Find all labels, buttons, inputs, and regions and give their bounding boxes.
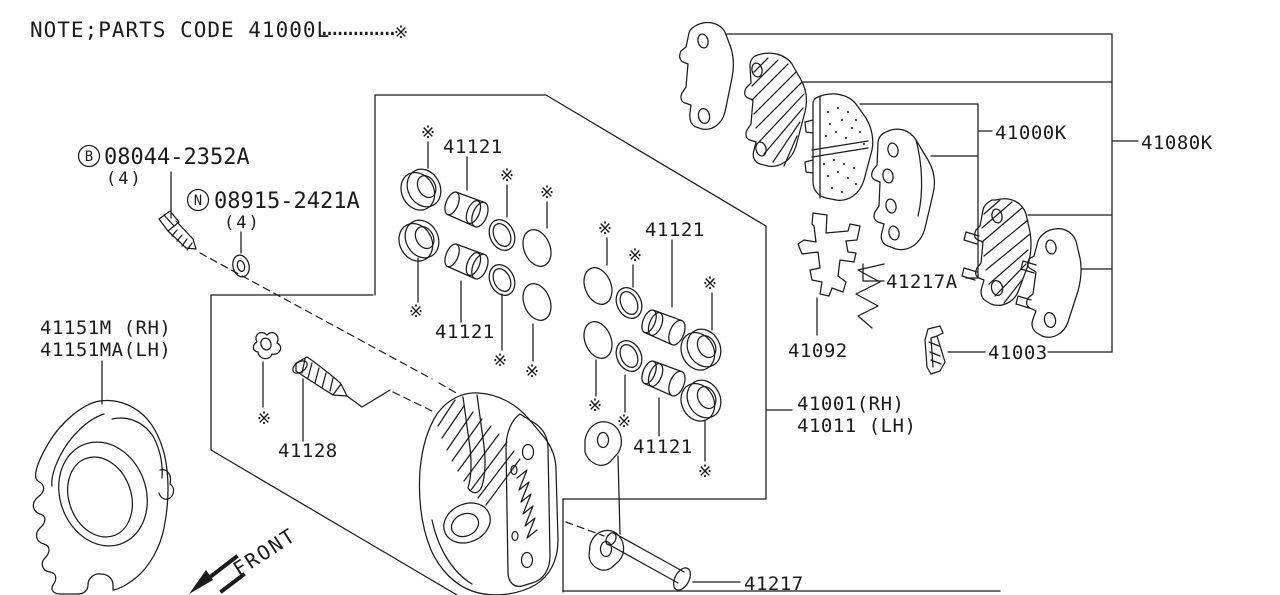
caliper-box [210, 294, 1001, 595]
note-header: NOTE;PARTS CODE 41000L .............. ※ [30, 16, 408, 43]
friction-dots [823, 107, 865, 193]
caliper-lh-label: 41011 (LH) [797, 415, 916, 437]
shim-drawing: 41003 [924, 325, 1113, 375]
lock-pin-label: 41217 [744, 573, 804, 595]
piston-ring-drawing [400, 168, 442, 211]
piston-seal-drawing [488, 264, 516, 296]
note-dots: .............. [318, 16, 394, 40]
bleeder-cap-drawing: ※ [252, 331, 282, 429]
seal-kit-group-b: ※ ※ 41121 ※ ※ ※ 41121 ※ [583, 219, 722, 482]
reference-mark: ※ [421, 123, 435, 143]
piston-seal-drawing [615, 340, 643, 372]
hardware-kit-bracket: 41080K [726, 33, 1213, 353]
caliper-body-drawing [418, 392, 625, 595]
bleeder-screw-drawing: 41128 [278, 356, 433, 462]
seal-kit-label: 41121 [435, 321, 495, 343]
piston-ring-drawing [680, 328, 722, 371]
pad-clip-label: 41217A [886, 271, 958, 293]
piston-drawing [444, 191, 489, 228]
reference-mark: ※ [588, 396, 602, 416]
inner-shim-drawing [744, 52, 807, 167]
piston-ring-drawing [398, 219, 440, 262]
reference-mark: ※ [598, 219, 612, 239]
washer-qty: (4) [224, 213, 261, 233]
seal-kit-label: 41121 [645, 219, 705, 241]
front-arrow-head [189, 570, 213, 594]
lock-pin-drawing: 41217 [565, 521, 804, 595]
hardware-kit-label: 41080K [1141, 132, 1213, 154]
baffle-rh-label: 41151M (RH) [40, 317, 171, 339]
seal-kit-label: 41121 [633, 436, 693, 458]
dust-boot-drawing [522, 283, 552, 321]
piston-ring-drawing [680, 379, 722, 422]
piston-seal-drawing [615, 287, 643, 319]
washer-callout: N 08915-2421A (4) [186, 188, 360, 254]
reference-mark: ※ [493, 351, 507, 371]
washer-letter: N [194, 193, 202, 209]
dust-boot-drawing [583, 321, 613, 359]
reference-mark: ※ [698, 462, 712, 482]
dust-boot-drawing [583, 267, 613, 305]
caliper-rh-label: 41001(RH) [797, 393, 904, 415]
outer-shim-drawing [679, 22, 734, 130]
pad-spring-label: 41092 [788, 340, 848, 362]
circled-letter [77, 144, 101, 168]
brake-pad-drawing [804, 93, 874, 201]
baffle-lh-label: 41151MA(LH) [40, 339, 171, 361]
piston-drawing [444, 243, 489, 280]
inner-shim-drawing-right [961, 198, 1032, 306]
caliper-assembly-label: 41001(RH) 41011 (LH) [765, 393, 916, 437]
baffle-plate-drawing [32, 399, 175, 595]
reference-mark: ※ [500, 166, 514, 186]
reference-mark: ※ [703, 274, 717, 294]
seal-kit-box [374, 94, 767, 593]
reference-mark: ※ [628, 246, 642, 266]
pad-kit-bracket: 41000K [859, 103, 1067, 279]
piston-seal-drawing [488, 219, 516, 251]
pad-kit-label: 41000K [995, 122, 1067, 144]
outer-shim-drawing-right [1015, 228, 1082, 338]
seal-kit-label: 41121 [443, 136, 503, 158]
pad-spring-drawing: 41092 [788, 212, 861, 362]
reference-mark: ※ [257, 409, 271, 429]
bolt-letter: B [85, 149, 93, 165]
baffle-plate-label: 41151M (RH) 41151MA(LH) [40, 317, 171, 405]
washer-drawing [232, 254, 250, 278]
front-indicator: FRONT [189, 523, 301, 594]
dust-boot-drawing [522, 229, 552, 267]
reference-mark: ※ [525, 362, 539, 382]
front-label: FRONT [229, 523, 301, 581]
bolt-callout: B 08044-2352A (4) [77, 144, 250, 219]
bolt-qty: (4) [106, 169, 143, 189]
reference-mark: ※ [540, 183, 554, 203]
piston-drawing [641, 360, 686, 397]
bolt-axis-dashed-line [199, 252, 459, 395]
bleeder-screw-label: 41128 [278, 440, 338, 462]
shim-label: 41003 [988, 342, 1048, 364]
note-text: NOTE;PARTS CODE 41000L [30, 18, 330, 42]
front-arrow-tail [219, 572, 246, 594]
reference-mark: ※ [617, 412, 631, 432]
seal-kit-group-a: ※ 41121 ※ ※ ※ 41121 ※ ※ [398, 123, 554, 382]
piston-drawing [641, 309, 686, 346]
pad-clip-drawing: 41217A [855, 263, 958, 329]
bolt-code: 08044-2352A [104, 145, 250, 170]
washer-code: 08915-2421A [214, 189, 360, 214]
reference-mark: ※ [394, 23, 408, 43]
bolt-drawing [158, 210, 197, 251]
pad-backing-plate-drawing [871, 128, 935, 251]
circled-letter [186, 188, 210, 212]
reference-mark: ※ [409, 302, 423, 322]
